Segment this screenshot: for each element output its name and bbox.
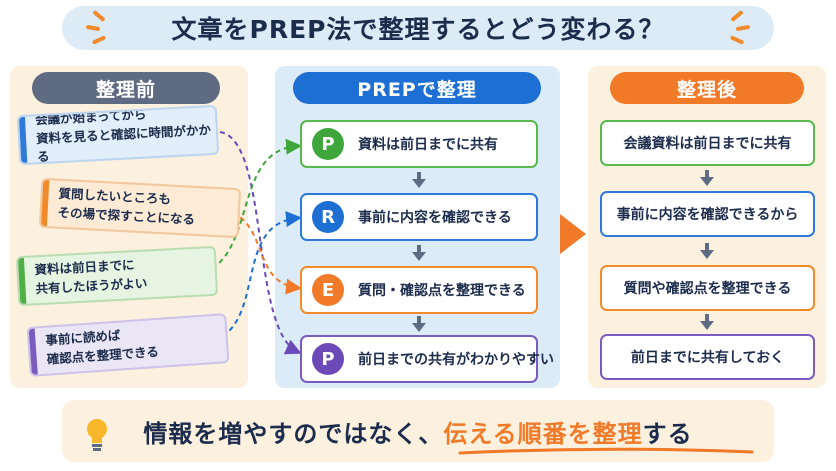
step-letter-badge: P	[312, 343, 344, 375]
title-banner: 文章をPREP法で整理するとどう変わる？	[62, 6, 774, 50]
step-letter-badge: E	[312, 274, 344, 306]
step-letter-badge: R	[312, 201, 344, 233]
note-accent-bar	[40, 179, 50, 227]
arrow-down-icon	[700, 243, 714, 259]
result-item-4: 前日までに共有しておく	[600, 334, 815, 380]
note-before-2: 質問したいところも その場で探すことになる	[38, 177, 242, 239]
result-item-2: 事前に内容を確認できるから	[600, 191, 815, 237]
lightbulb-icon	[87, 419, 107, 451]
note-text: 事前に読めば 確認点を整理できる	[44, 327, 160, 367]
result-item-3: 質問や確認点を整理できる	[600, 265, 815, 311]
arrow-down-icon	[412, 172, 426, 188]
transition-arrow-icon	[560, 214, 586, 254]
note-accent-bar	[18, 116, 28, 164]
accent-underline	[458, 447, 754, 455]
step-text: 資料は前日までに共有	[358, 137, 498, 153]
step-text: 質問・確認点を整理できる	[358, 283, 526, 299]
arrow-down-icon	[700, 314, 714, 330]
prep-header: PREPで整理	[293, 72, 541, 104]
note-text: 質問したいところも その場で探すことになる	[57, 185, 196, 227]
prep-step-example: E 質問・確認点を整理できる	[300, 266, 538, 314]
step-letter-badge: P	[312, 128, 344, 160]
conclusion-tail: する	[642, 419, 693, 448]
arrow-down-icon	[412, 245, 426, 261]
prep-step-reason: R 事前に内容を確認できる	[300, 193, 538, 241]
note-text: 資料は前日までに 共有したほうがよい	[34, 257, 148, 297]
result-item-1: 会議資料は前日までに共有	[600, 120, 815, 166]
note-before-3: 資料は前日までに 共有したほうがよい	[15, 245, 219, 307]
note-accent-bar	[17, 257, 27, 305]
arrow-down-icon	[412, 316, 426, 332]
before-header: 整理前	[32, 72, 220, 104]
after-header: 整理後	[610, 72, 804, 104]
conclusion-text: 情報を増やすのではなく、伝える順番を整理する	[143, 414, 692, 449]
prep-step-point-again: P 前日までの共有がわかりやすい	[300, 335, 554, 383]
note-before-1: 会議が始まってから 資料を見ると確認に時間がかかる	[16, 104, 220, 166]
conclusion-accent: 伝える順番を整理	[443, 419, 643, 448]
page-title: 文章をPREP法で整理するとどう変わる？	[171, 15, 665, 44]
arrow-down-icon	[700, 170, 714, 186]
prep-step-point: P 資料は前日までに共有	[300, 120, 538, 168]
conclusion-banner: 情報を増やすのではなく、伝える順番を整理する	[62, 400, 774, 462]
step-text: 前日までの共有がわかりやすい	[358, 352, 554, 368]
step-text: 事前に内容を確認できる	[358, 210, 512, 226]
note-text: 会議が始まってから 資料を見ると確認に時間がかかる	[34, 106, 212, 165]
note-accent-bar	[28, 328, 38, 375]
conclusion-lead: 情報を増やすのではなく、	[143, 419, 444, 448]
